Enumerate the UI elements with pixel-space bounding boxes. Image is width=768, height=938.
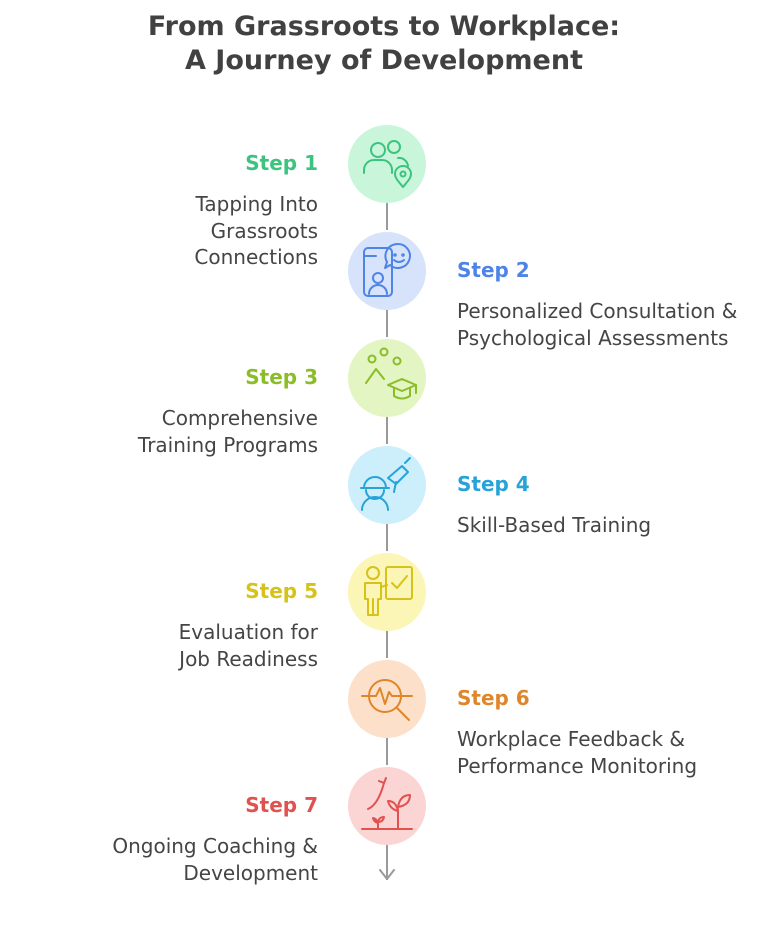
step-3-circle	[348, 339, 426, 417]
connector-3	[386, 416, 388, 444]
monitoring-magnifier-icon	[348, 660, 426, 738]
step-5-description: Evaluation for Job Readiness	[179, 619, 318, 672]
step-6-circle	[348, 660, 426, 738]
step-2-line-2: Psychological Assessments	[457, 325, 729, 350]
connector-4	[386, 523, 388, 551]
step-4-label: Step 4	[457, 472, 530, 496]
step-7-description: Ongoing Coaching & Development	[112, 833, 318, 886]
step-4-circle	[348, 446, 426, 524]
step-6-description: Workplace Feedback & Performance Monitor…	[457, 726, 697, 779]
step-1-line-2: Grassroots	[210, 218, 318, 243]
step-3-line-1: Comprehensive	[161, 406, 318, 430]
step-5-line-1: Evaluation for	[178, 620, 318, 644]
step-3-line-2: Training Programs	[137, 432, 318, 457]
phone-consultation-icon	[348, 232, 426, 310]
growth-plant-icon	[348, 767, 426, 845]
step-6-label: Step 6	[457, 686, 530, 710]
step-1-description: Tapping Into Grassroots Connections	[194, 191, 318, 271]
step-1-line-1: Tapping Into	[195, 192, 319, 216]
step-7-label: Step 7	[245, 793, 318, 817]
connector-6	[386, 737, 388, 765]
step-5-line-2: Job Readiness	[179, 646, 318, 671]
step-3-label: Step 3	[245, 365, 318, 389]
step-1-circle	[348, 125, 426, 203]
step-6-line-2: Performance Monitoring	[457, 753, 698, 778]
diagram-title: From Grassroots to Workplace: A Journey …	[0, 10, 768, 78]
people-location-icon	[348, 125, 426, 203]
step-3-description: Comprehensive Training Programs	[138, 405, 318, 458]
step-5-label: Step 5	[245, 579, 318, 603]
connector-1	[386, 202, 388, 230]
step-2-line-1: Personalized Consultation &	[457, 299, 738, 323]
graduation-cap-icon	[348, 339, 426, 417]
step-7-circle	[348, 767, 426, 845]
evaluation-board-icon	[348, 553, 426, 631]
connector-2	[386, 309, 388, 337]
connector-5	[386, 630, 388, 658]
step-4-description: Skill-Based Training	[457, 512, 651, 539]
step-2-circle	[348, 232, 426, 310]
step-2-label: Step 2	[457, 258, 530, 282]
step-2-description: Personalized Consultation & Psychologica…	[457, 298, 737, 351]
title-line-2: A Journey of Development	[185, 45, 583, 76]
arrow-head-icon	[379, 869, 395, 880]
title-line-1: From Grassroots to Workplace:	[147, 11, 621, 42]
step-5-circle	[348, 553, 426, 631]
step-4-line-1: Skill-Based Training	[457, 513, 652, 537]
step-1-label: Step 1	[245, 151, 318, 175]
connector-7	[386, 844, 388, 880]
step-6-line-1: Workplace Feedback &	[457, 727, 686, 751]
step-7-line-2: Development	[183, 860, 318, 885]
worker-drill-icon	[348, 446, 426, 524]
step-7-line-1: Ongoing Coaching &	[112, 834, 318, 858]
step-1-line-3: Connections	[194, 245, 318, 269]
